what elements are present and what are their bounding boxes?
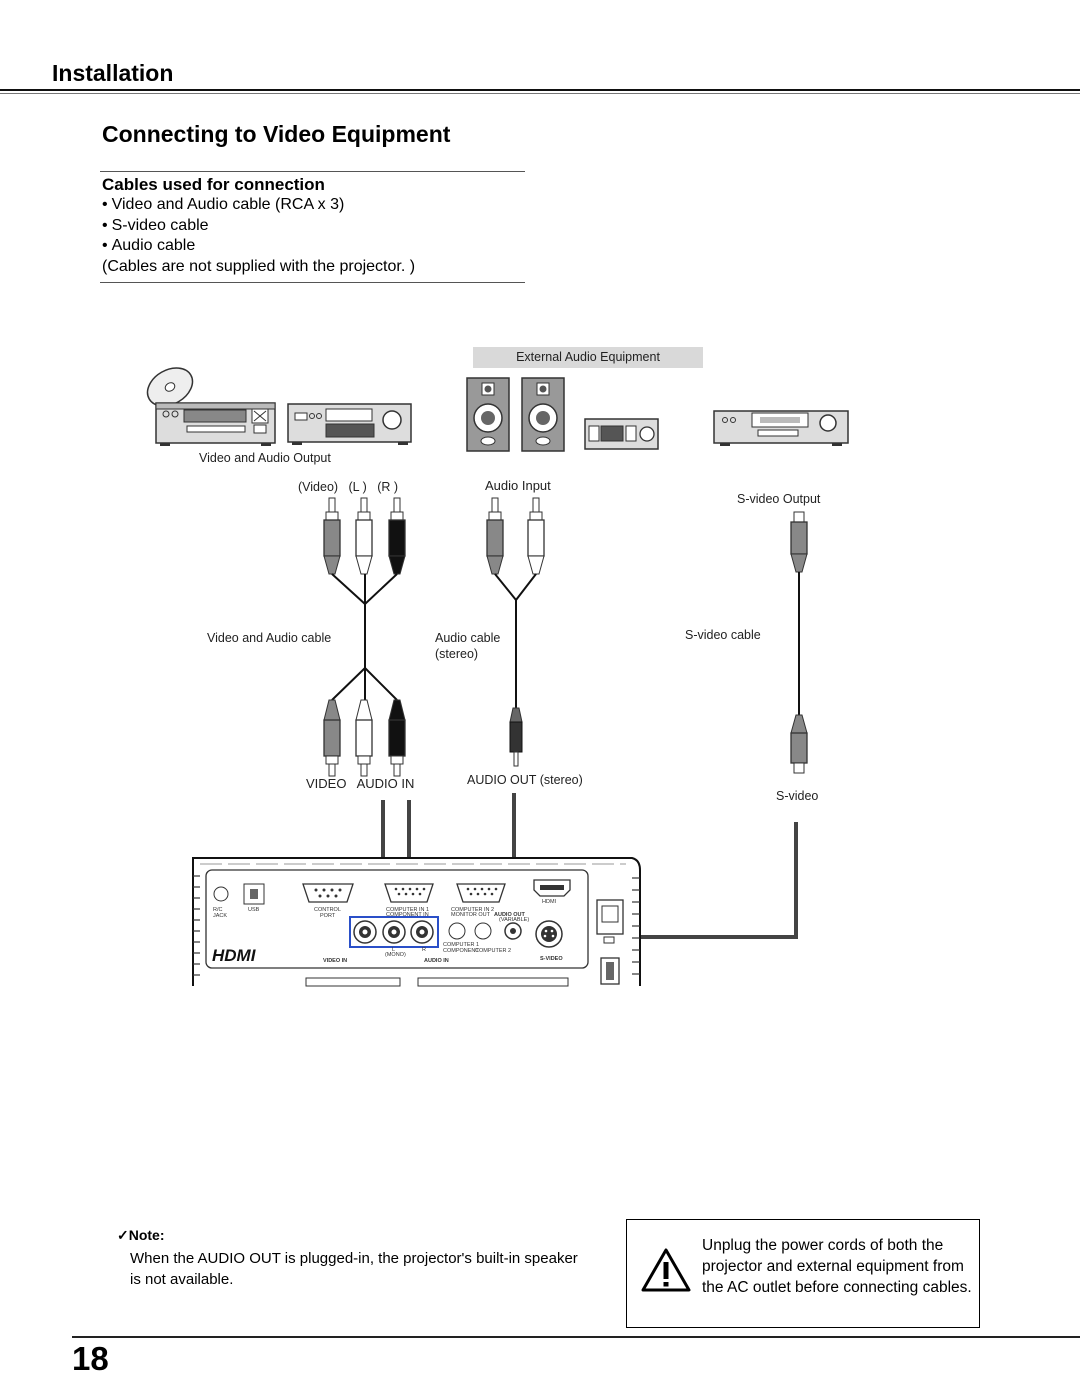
page-number: 18 [72,1340,109,1377]
audio-input-label: Audio Input [485,478,551,493]
note-text: When the AUDIO OUT is plugged-in, the pr… [130,1250,578,1288]
svg-text:JACK: JACK [213,913,227,919]
plug-labels: (Video) (L ) (R ) [298,480,399,494]
panel-comp1: COMPUTER 1 [443,942,479,948]
panel-port-label: PORT [320,913,336,919]
audio-cable-plugs [486,497,545,575]
panel-hdmi: HDMI [542,899,557,905]
speaker-left-icon [466,377,510,452]
header-rule-thin [0,93,1080,94]
footer-rule [72,1336,1080,1338]
audio-cable-label: Audio cable [435,631,501,645]
rca-plug-left-top [355,497,373,575]
panel-comp2: COMPUTER 2 [475,948,511,954]
va-output-label: Video and Audio Output [199,451,331,465]
svideo-cable-label: S-video cable [685,628,761,642]
cable-item: Video and Audio cable (RCA x 3) [102,195,415,216]
panel-monitor-out: MONITOR OUT [451,912,491,918]
warning-box: Unplug the power cords of both the proje… [626,1219,980,1328]
cables-top-rule [100,171,525,172]
rca-plug-right-top [388,497,406,575]
panel-r: R [422,947,426,953]
audio-out-label: AUDIO OUT (stereo) [467,773,583,787]
panel-control-label: CONTROL [314,907,341,913]
svideo-output-label: S-video Output [737,492,821,506]
panel-l: L [392,947,395,953]
warning-icon [641,1248,691,1292]
note-heading-text: Note: [128,1227,165,1243]
svideo-device-icon [713,410,849,446]
header-rule [0,89,1080,91]
amplifier-icon [584,418,659,450]
cable-item: S-video cable [102,216,415,237]
warning-text: Unplug the power cords of both the proje… [702,1237,972,1296]
note-icon: ✓ [117,1227,129,1243]
panel-component-in: COMPONENT IN [386,912,429,918]
panel-component: COMPONENT [443,948,479,954]
panel-audio-in: AUDIO IN [424,958,449,964]
audio-cable-sub-label: (stereo) [435,647,479,661]
video-audio-in-label: VIDEO AUDIO IN [306,776,415,791]
cable-item: Audio cable [102,236,415,257]
rca-plug-video-top [323,497,341,575]
cables-footnote: (Cables are not supplied with the projec… [102,257,416,275]
minijack-plug [509,707,523,767]
panel-audio-out: AUDIO OUT [494,912,526,918]
vcr-icon [287,403,412,445]
panel-comp-in2: COMPUTER IN 2 [451,907,494,913]
cables-list: Video and Audio cable (RCA x 3) S-video … [102,195,415,277]
note-heading: ✓Note: [117,1227,165,1244]
dvd-player-icon [155,402,276,446]
projector-panel: HDMI R/C JACK USB CONTROL PORT COMPUTER … [192,857,641,987]
external-audio-label: External Audio Equipment [473,347,703,368]
panel-mono: (MONO) [385,952,406,958]
rca-plug-video-bottom [323,699,341,777]
cd-disc-icon [146,367,194,407]
rca-plug-left-bottom [355,699,373,777]
panel-variable: (VARIABLE) [499,917,529,923]
svg-text:R/C: R/C [213,907,223,913]
speaker-right-icon [521,377,565,452]
va-cable-label: Video and Audio cable [207,631,332,645]
hdmi-logo: HDMI [212,946,257,965]
rca-plugs-top [323,497,406,575]
cables-bottom-rule [100,282,525,283]
panel-svideo: S-VIDEO [540,956,563,962]
panel-comp-in1: COMPUTER IN 1 [386,907,429,913]
page-title: Connecting to Video Equipment [102,121,451,147]
panel-video-in: VIDEO IN [323,958,347,964]
svideo-cable [790,511,808,774]
cables-heading: Cables used for connection [102,175,325,194]
svideo-label: S-video [776,789,819,803]
connection-diagram: HDMI R/C JACK USB CONTROL PORT COMPUTER … [146,367,849,987]
rca-plugs-bottom [323,699,406,777]
panel-usb-label: USB [248,907,260,913]
section-title: Installation [52,60,174,86]
rca-plug-right-bottom [388,699,406,777]
